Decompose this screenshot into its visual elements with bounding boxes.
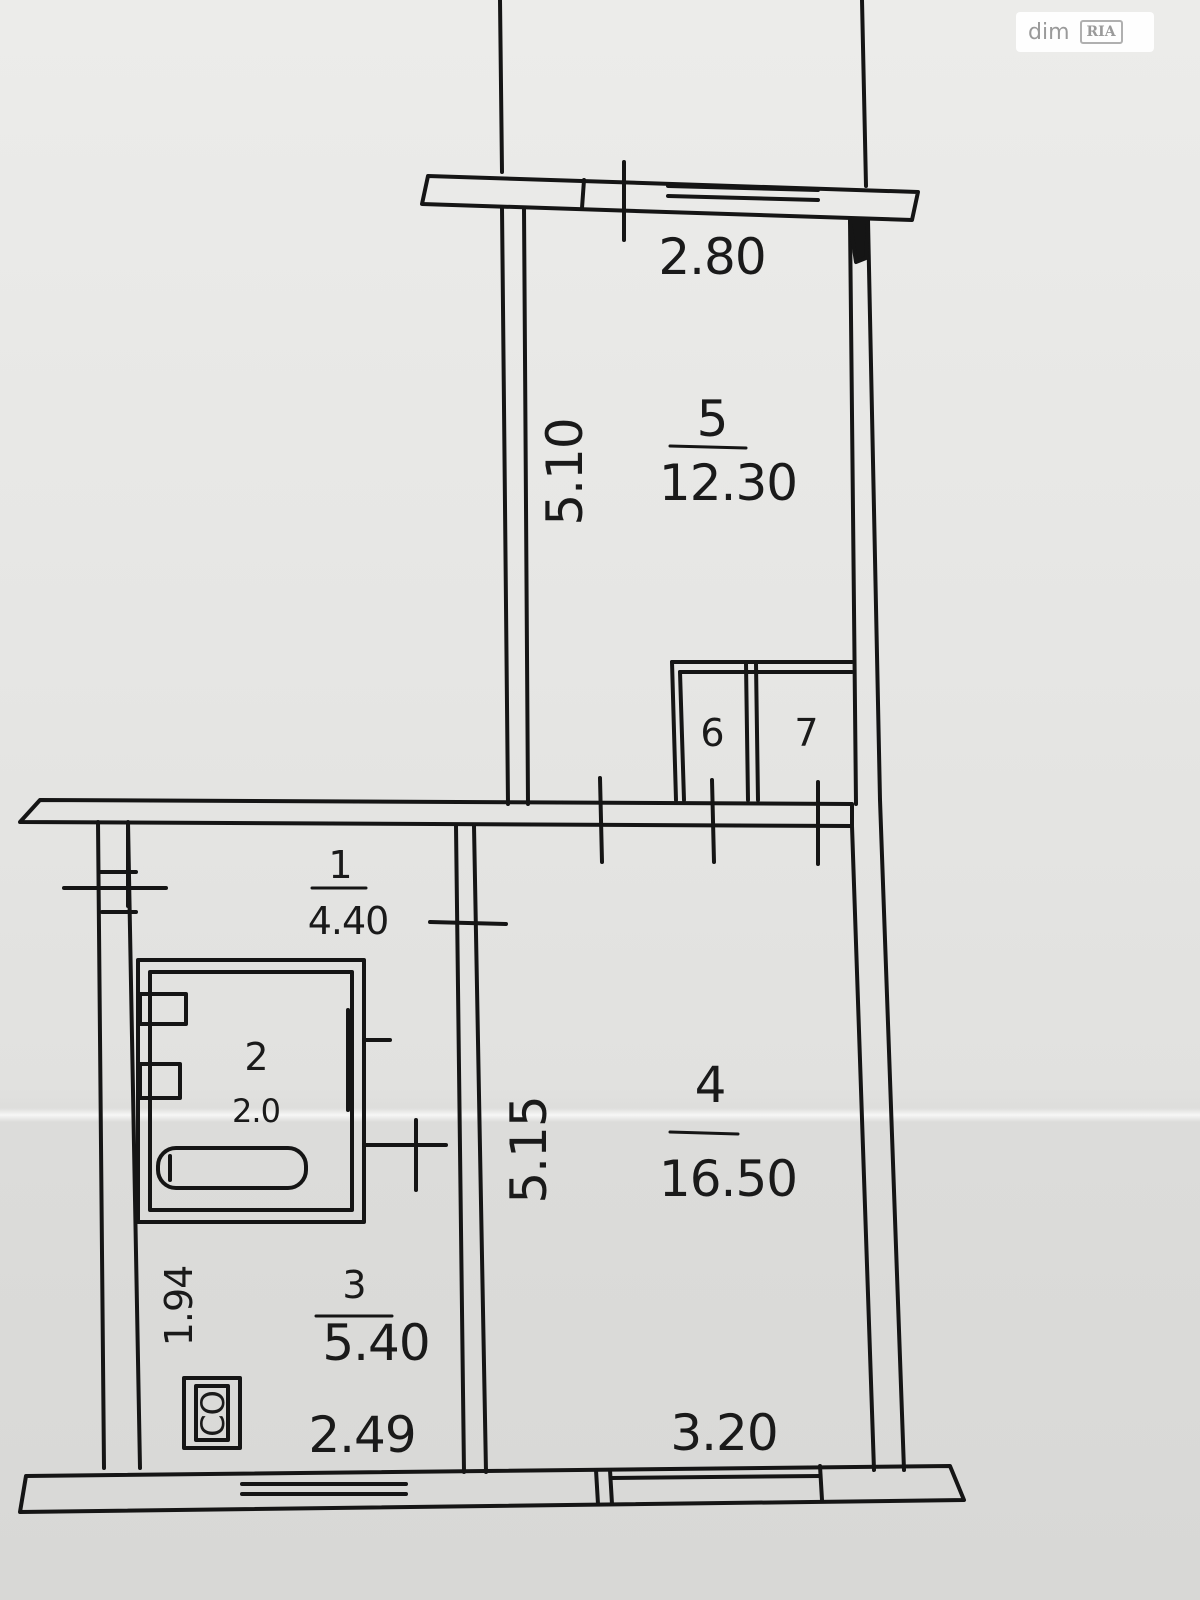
co-symbol-box — [182, 1376, 242, 1450]
room-3-area: 5.40 — [322, 1314, 429, 1372]
balcony-slab — [420, 160, 920, 242]
watermark-badge: RIA — [1079, 20, 1123, 44]
room-3-number: 3 — [342, 1263, 365, 1307]
room-3-width-dim: 2.49 — [308, 1406, 415, 1464]
bottom-wall — [18, 1464, 966, 1514]
room-6-number: 6 — [700, 711, 723, 755]
room-4-length-dim: 5.15 — [500, 1096, 558, 1203]
partition-wall — [428, 824, 508, 1474]
room-5-area: 12.30 — [659, 454, 797, 512]
fraction-bars — [310, 444, 748, 1318]
room-5-length-dim: 5.10 — [536, 418, 594, 525]
co-symbol-label: CO — [194, 1391, 232, 1437]
room-1-area: 4.40 — [308, 899, 389, 943]
room-1-number: 1 — [328, 843, 351, 887]
room-4-number: 4 — [695, 1056, 726, 1114]
room-4-right-wall — [850, 798, 906, 1472]
upper-wall-lines — [498, 0, 868, 188]
room-5-number: 5 — [697, 390, 728, 448]
room-5-walls — [500, 206, 882, 806]
room-5-width-dim: 2.80 — [658, 228, 765, 286]
room-2-number: 2 — [244, 1035, 267, 1079]
room-2-area: 2.0 — [232, 1092, 280, 1130]
watermark-text: dim — [1028, 19, 1070, 45]
paper-fold — [0, 1108, 1200, 1122]
room-7-number: 7 — [794, 711, 817, 755]
bathroom-fixtures — [138, 992, 308, 1190]
watermark: dim RIA — [1016, 12, 1154, 52]
co-symbol-inner — [194, 1384, 230, 1442]
lower-left-walls — [62, 820, 168, 1470]
room-4-width-dim: 3.20 — [670, 1404, 777, 1462]
room-3-length-dim: 1.94 — [157, 1266, 201, 1347]
room-4-area: 16.50 — [659, 1150, 797, 1208]
closets-6-7 — [670, 660, 854, 802]
